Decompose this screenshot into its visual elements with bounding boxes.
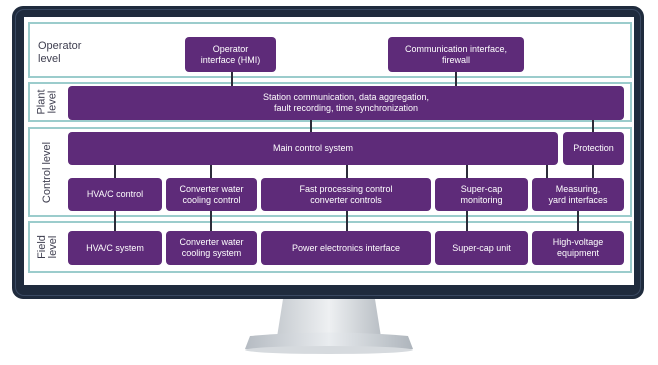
plant-level-label: Plant level <box>35 89 59 115</box>
measuring-yard-interfaces-box: Measuring, yard interfaces <box>532 178 624 211</box>
converter-water-cooling-system-box: Converter water cooling system <box>166 231 257 265</box>
control-level-label-wrap: Control level <box>32 130 64 214</box>
high-voltage-equipment-box: High-voltage equipment <box>532 231 624 265</box>
connector-fast-field <box>346 211 348 231</box>
connector-measuring-field <box>577 211 579 231</box>
connector-supercap-field <box>466 211 468 231</box>
operator-level-label: Operator level <box>38 40 82 65</box>
connector-main-supercap <box>466 165 468 178</box>
hvac-control-box: HVA/C control <box>68 178 162 211</box>
connector-protection-measuring <box>592 165 594 178</box>
connector-main-converter <box>210 165 212 178</box>
field-level-label-wrap: Field level <box>32 223 64 271</box>
plant-level-label-wrap: Plant level <box>32 84 64 120</box>
connector-hvac-field <box>114 211 116 231</box>
connector-main-hvac <box>114 165 116 178</box>
main-control-system-box: Main control system <box>68 132 558 165</box>
connector-main-fast <box>346 165 348 178</box>
connector-comm-plant <box>455 72 457 86</box>
communication-interface-box: Communication interface, firewall <box>388 37 524 72</box>
operator-interface-hmi-box: Operator interface (HMI) <box>185 37 276 72</box>
power-electronics-interface-box: Power electronics interface <box>261 231 431 265</box>
operator-level-band <box>28 22 632 78</box>
connector-plant-protection <box>592 120 594 132</box>
monitor-bezel-highlight <box>15 9 641 296</box>
station-communication-box: Station communication, data aggregation,… <box>68 86 624 120</box>
connector-converter-field <box>210 211 212 231</box>
control-level-label: Control level <box>41 141 54 203</box>
hvac-system-box: HVA/C system <box>68 231 162 265</box>
fast-processing-control-box: Fast processing control converter contro… <box>261 178 431 211</box>
connector-plant-main <box>310 120 312 132</box>
protection-box: Protection <box>563 132 624 165</box>
converter-water-cooling-control-box: Converter water cooling control <box>166 178 257 211</box>
field-level-label: Field level <box>36 235 59 259</box>
connector-main-measuring <box>546 165 548 178</box>
connector-hmi-plant <box>231 72 233 86</box>
supercap-unit-box: Super-cap unit <box>435 231 528 265</box>
supercap-monitoring-box: Super-cap monitoring <box>435 178 528 211</box>
